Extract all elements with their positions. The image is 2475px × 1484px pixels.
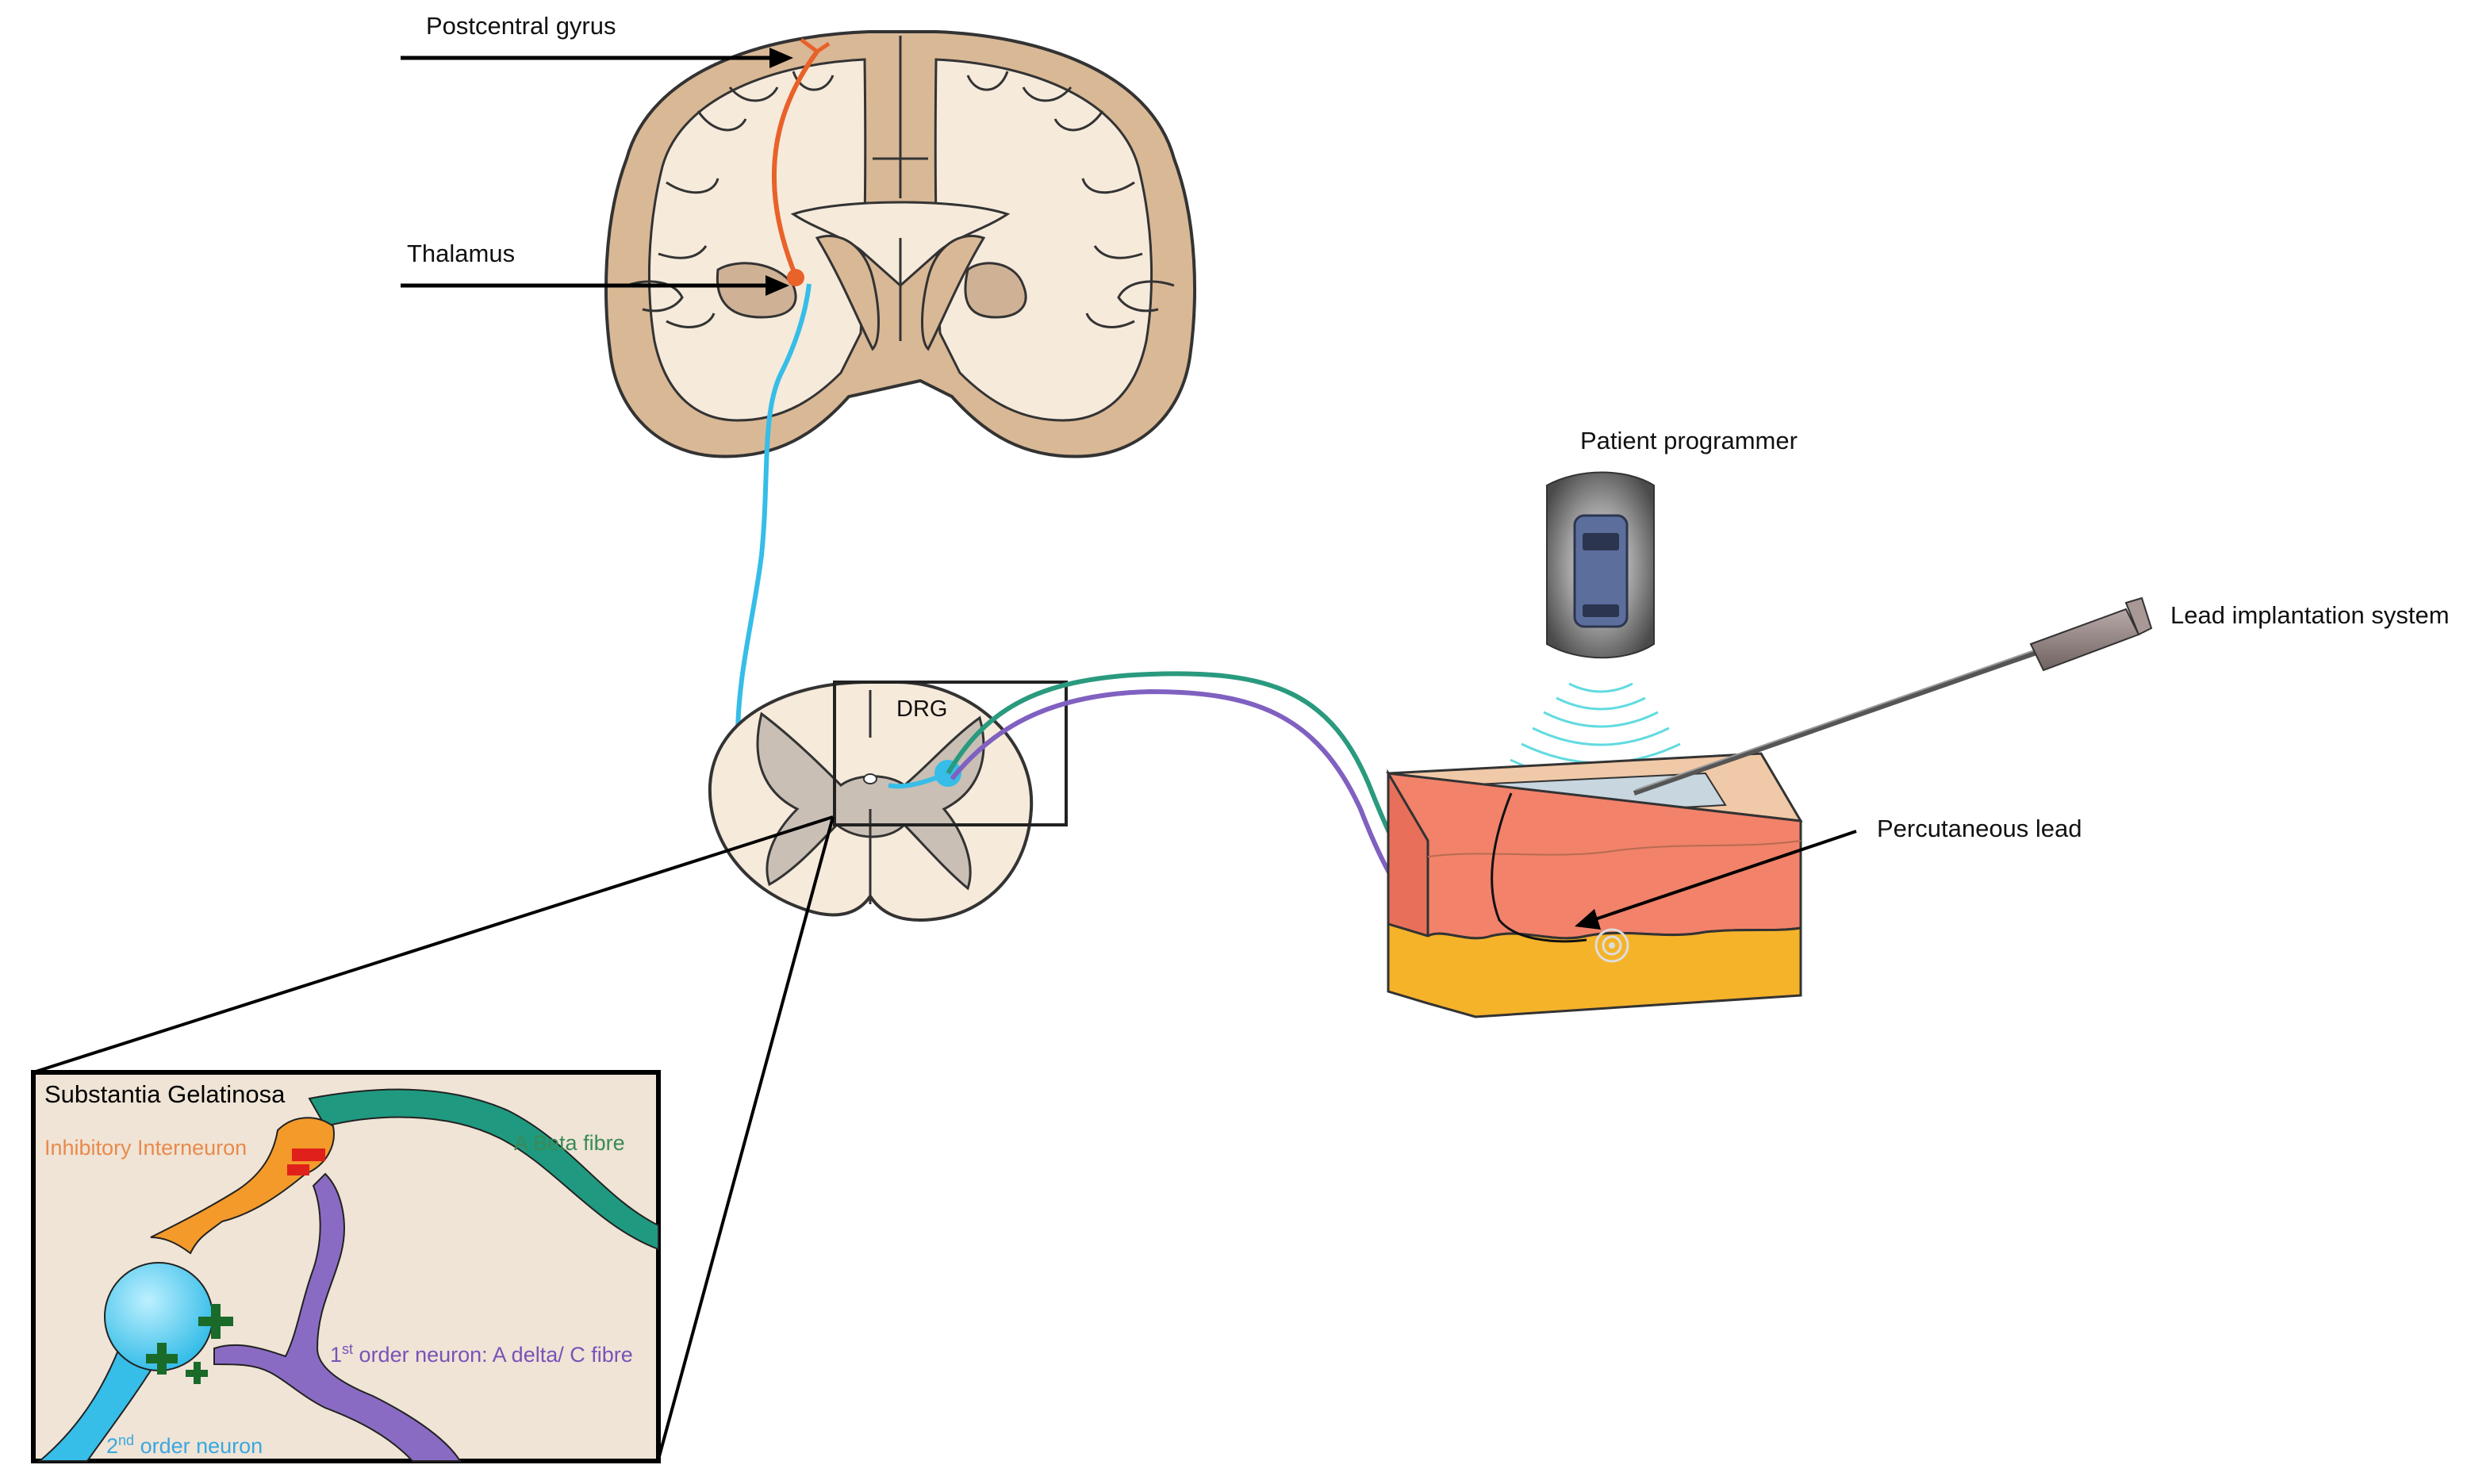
second-order-num: 2 [106, 1434, 118, 1458]
lead-implantation-system [1633, 596, 2153, 796]
arrow-percutaneous-lead [1575, 830, 1857, 930]
brain-folds-left [658, 71, 835, 328]
drg-box [833, 681, 1068, 826]
arrow-postcentral-gyrus [401, 48, 793, 68]
inset-connector-top [33, 815, 834, 1074]
label-drg: DRG [896, 696, 947, 722]
arrow-thalamus [401, 275, 789, 296]
inset-connector-bottom [657, 816, 835, 1460]
tract-orange-branch [800, 38, 831, 55]
inset-inhibitory-interneuron [150, 1117, 335, 1255]
central-canal [863, 773, 877, 784]
percutaneous-lead-wire [1491, 792, 1587, 943]
first-order-text: order neuron: A delta/ C fibre [353, 1343, 633, 1367]
thalamus-synapse-dot [787, 269, 804, 286]
second-order-text: order neuron [134, 1434, 263, 1458]
programmer-button-bottom [1583, 604, 1619, 617]
label-thalamus: Thalamus [407, 240, 515, 267]
brain-thalamus-right [964, 262, 1027, 319]
substantia-gelatinosa-inset: Substantia Gelatinosa Inhibitory Interne… [31, 1070, 661, 1463]
label-second-order-neuron: 2nd order neuron [106, 1432, 263, 1458]
spinal-cord-grey-matter [756, 711, 985, 891]
programmer-button-top [1583, 533, 1619, 550]
brain-sylvian-right [1117, 280, 1175, 313]
second-order-sup: nd [118, 1432, 134, 1448]
implantation-handle [2029, 608, 2140, 672]
implantation-needle [1633, 650, 2039, 796]
brain-lateral-ventricles [815, 234, 986, 351]
brain-midline [873, 36, 928, 198]
label-lead-implantation-system: Lead implantation system [2170, 601, 2450, 629]
skin-tissue-block [1386, 752, 1803, 1018]
stimulation-point-inner [1602, 935, 1622, 956]
inset-title: Substantia Gelatinosa [44, 1080, 286, 1108]
inset-second-order-axon [37, 1347, 156, 1462]
spinal-cord-section [708, 681, 1034, 922]
skin-fat-layer [1387, 922, 1802, 1018]
label-first-order-neuron: 1st order neuron: A delta/ C fibre [330, 1341, 633, 1367]
drg-blue-link [888, 771, 950, 789]
brain-thalamus-left [716, 262, 797, 319]
remote-control-icon [1546, 471, 1655, 659]
implantation-needle-highlight [1635, 648, 2039, 791]
brain-coronal-section [604, 30, 1196, 458]
tract-orange-thalamocortical [771, 50, 819, 278]
label-inhibitory-interneuron: Inhibitory Interneuron [44, 1136, 247, 1160]
brain-folds-right [966, 71, 1143, 328]
implantation-handle-cap [2124, 596, 2153, 636]
plus-icon [146, 1304, 233, 1384]
inset-first-order-neuron [213, 1172, 462, 1462]
stimulation-point-core [1609, 942, 1615, 949]
label-postcentral-gyrus: Postcentral gyrus [426, 12, 616, 40]
label-percutaneous-lead: Percutaneous lead [1877, 815, 2082, 842]
inset-inhibitory-synapse [292, 1148, 325, 1161]
stimulation-point-outer [1594, 928, 1629, 963]
skin-epidermis-line [1427, 840, 1802, 857]
first-order-sup: st [342, 1341, 353, 1357]
first-order-num: 1 [330, 1343, 342, 1367]
label-a-beta-fibre: A Beta fibre [514, 1131, 625, 1155]
brain-sylvian-left [626, 280, 684, 313]
label-patient-programmer: Patient programmer [1580, 427, 1798, 454]
inset-a-beta-fibre [308, 1088, 659, 1251]
inset-inhibitory-synapse-2 [287, 1164, 309, 1175]
